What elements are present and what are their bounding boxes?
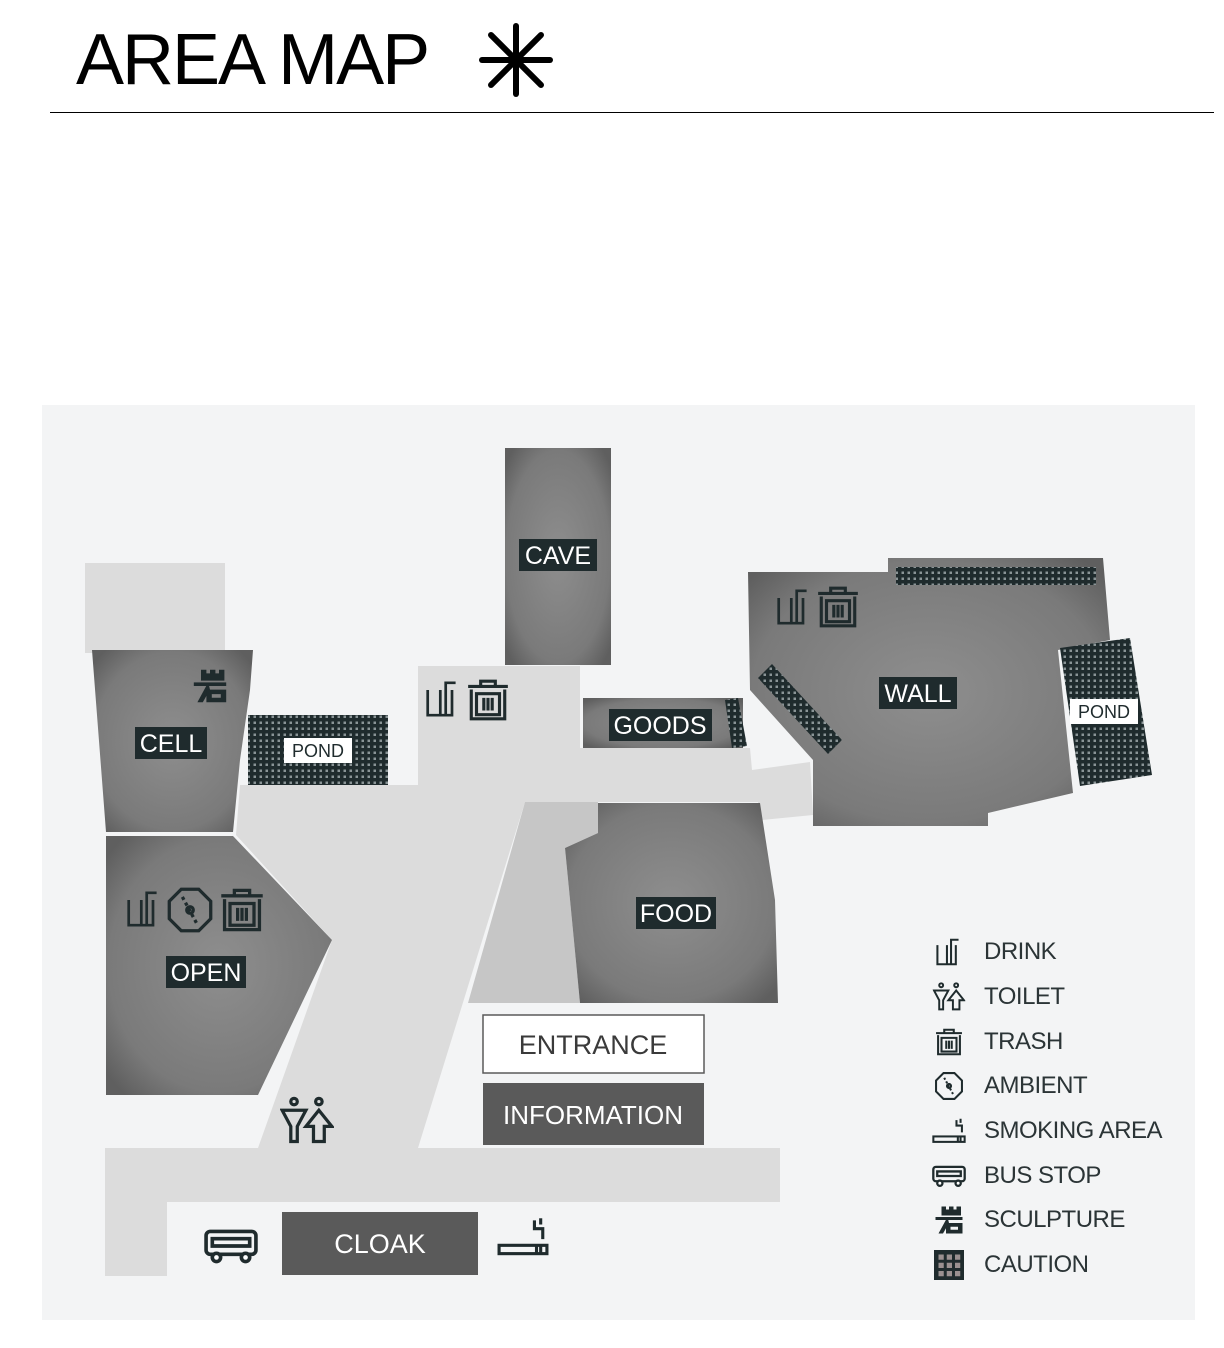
walkway-main: [236, 666, 813, 1148]
zone-label-wall: WALL: [884, 680, 951, 708]
legend-item-sculpture: SCULPTURE: [932, 1198, 1162, 1243]
ambient-icon: [932, 1071, 966, 1101]
zone-label-open: OPEN: [171, 959, 242, 987]
legend-label: AMBIENT: [984, 1072, 1088, 1100]
header-divider: [50, 112, 1214, 113]
legend-label: TOILET: [984, 983, 1065, 1011]
legend-label: CAUTION: [984, 1251, 1089, 1279]
zone-label-goods: GOODS: [613, 712, 706, 740]
caution-wall-diagonal: [758, 664, 842, 754]
legend-item-caution: CAUTION: [932, 1243, 1162, 1288]
trash-icon: [932, 1027, 966, 1057]
smoking-icon: [932, 1116, 966, 1146]
legend-label: TRASH: [984, 1027, 1063, 1055]
zone-label-pond-right: POND: [1078, 702, 1130, 722]
bus-icon: [932, 1161, 966, 1191]
legend-label: DRINK: [984, 938, 1057, 966]
entrance-button[interactable]: ENTRANCE: [482, 1014, 705, 1074]
walkway-north-west: [85, 563, 225, 653]
legend-label: SCULPTURE: [984, 1206, 1125, 1234]
walkway-south: [105, 1148, 780, 1202]
page-title: AREA MAP: [76, 20, 430, 100]
entrance-label: ENTRANCE: [519, 1030, 668, 1060]
caution-goods: [725, 698, 747, 748]
map-legend: DRINK TOILET TRASH AMBIENT SMOKING AREA …: [932, 930, 1163, 1288]
drink-icon: [932, 937, 966, 967]
zone-label-food: FOOD: [640, 900, 712, 928]
toilet-icon: [932, 982, 966, 1012]
caution-wall-top: [896, 567, 1096, 585]
caution-icon: [932, 1250, 966, 1280]
information-label: INFORMATION: [503, 1100, 683, 1130]
legend-item-drink: DRINK: [932, 930, 1162, 975]
legend-item-ambient: AMBIENT: [932, 1064, 1162, 1109]
legend-item-bus: BUS STOP: [932, 1153, 1162, 1198]
zone-label-cave: CAVE: [525, 542, 591, 570]
walkway-south-west: [105, 1200, 167, 1276]
zone-label-cell: CELL: [140, 730, 203, 758]
legend-item-trash: TRASH: [932, 1019, 1162, 1064]
walkways: [85, 563, 813, 1276]
zone-label-pond-left: POND: [292, 741, 344, 761]
walkway-shaded: [468, 802, 598, 1003]
star-icon: [479, 23, 553, 97]
sculpture-icon: [932, 1205, 966, 1235]
information-button[interactable]: INFORMATION: [483, 1083, 704, 1145]
cloak-button[interactable]: CLOAK: [282, 1212, 478, 1275]
legend-item-toilet: TOILET: [932, 975, 1162, 1020]
legend-label: BUS STOP: [984, 1161, 1101, 1189]
legend-item-smoking: SMOKING AREA: [932, 1109, 1163, 1154]
legend-label: SMOKING AREA: [984, 1117, 1163, 1145]
cloak-label: CLOAK: [334, 1229, 426, 1259]
